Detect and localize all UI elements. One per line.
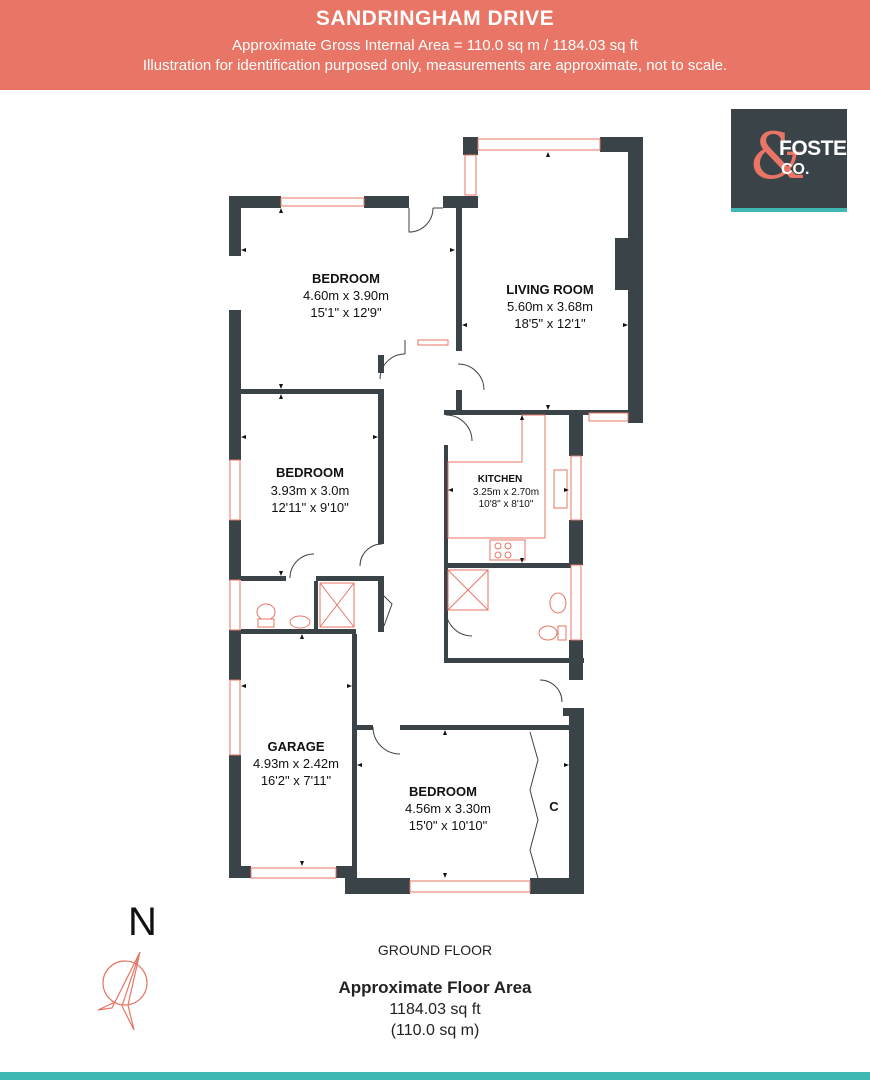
bedroom1-imperial: 15'1" x 12'9" [310,305,382,320]
bedroom2-metric: 3.93m x 3.0m [271,483,350,498]
kitchen-metric: 3.25m x 2.70m [473,487,539,498]
bedroom2-name: BEDROOM [276,465,344,480]
north-arrow-icon [97,951,148,1031]
cupboard-label: C [549,799,559,814]
kitchen-name: KITCHEN [478,474,522,485]
header-banner: SANDRINGHAM DRIVE Approximate Gross Inte… [0,0,870,90]
logo-ampersand: & [749,120,806,194]
windows [229,138,629,893]
bedroom3-metric: 4.56m x 3.30m [405,801,491,816]
disclaimer-text: Illustration for identification purposed… [142,57,728,74]
bedroom3-name: BEDROOM [409,784,477,799]
property-title: SANDRINGHAM DRIVE [315,7,555,30]
floor-area-title: Approximate Floor Area [338,978,532,997]
logo-word-co: CO. [781,161,810,178]
dimension-arrows [241,152,628,878]
floor-area-sqm: (110.0 sq m) [390,1022,480,1039]
walls [229,137,643,894]
bedroom3-imperial: 15'0" x 10'10" [409,818,488,833]
gross-area-text: Approximate Gross Internal Area = 110.0 … [232,37,638,54]
foster-co-logo: & FOSTER CO. [731,109,862,212]
kitchen-imperial: 10'8" x 8'10" [479,499,534,510]
floor-area-sqft: 1184.03 sq ft [389,1001,481,1018]
doors [289,207,563,879]
living-room-imperial: 18'5" x 12'1" [514,316,586,331]
fixtures [256,414,568,641]
garage-metric: 4.93m x 2.42m [253,756,339,771]
bedroom2-imperial: 12'11" x 9'10" [271,500,349,515]
room-labels: BEDROOM 4.60m x 3.90m 15'1" x 12'9" LIVI… [253,271,594,833]
bottom-accent-bar [0,1072,870,1080]
logo-word-foster: FOSTER [779,137,862,160]
living-room-name: LIVING ROOM [506,282,593,297]
bedroom1-metric: 4.60m x 3.90m [303,288,389,303]
garage-imperial: 16'2" x 7'11" [261,773,332,788]
floor-label: GROUND FLOOR [377,942,493,958]
compass-north-label: N [128,900,157,944]
bedroom1-name: BEDROOM [312,271,380,286]
living-room-metric: 5.60m x 3.68m [507,299,593,314]
garage-name: GARAGE [267,739,324,754]
